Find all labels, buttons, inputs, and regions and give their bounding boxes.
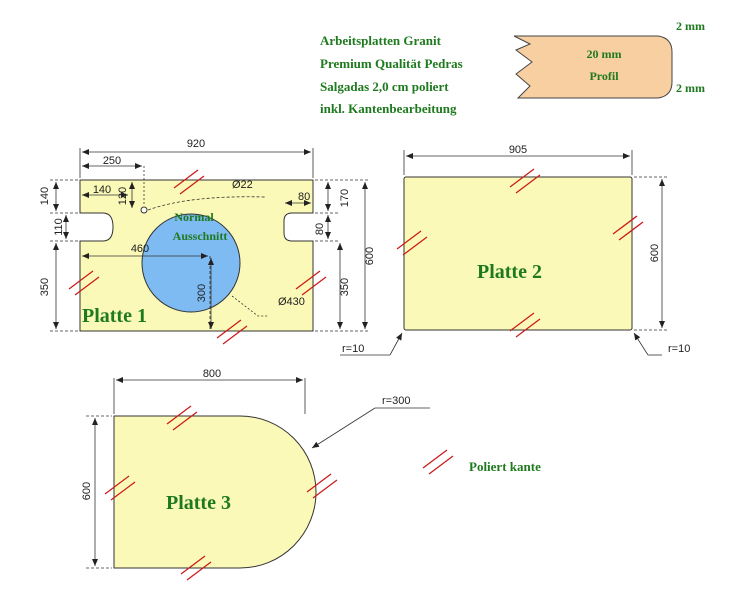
plate-3: Platte 3 800 600 r=300 (81, 368, 430, 569)
polish-stroke (180, 555, 206, 575)
profile-top-chamfer: 2 mm (676, 19, 705, 33)
polish-stroke (295, 270, 321, 290)
polish-stroke (515, 174, 541, 194)
polish-stroke (509, 312, 535, 332)
dim-circle-430: Ø430 (278, 296, 305, 308)
legend-label: Poliert kante (469, 459, 541, 474)
dim-hole-22: Ø22 (232, 179, 253, 191)
polish-stroke (306, 473, 332, 493)
polish-stroke (515, 318, 541, 338)
polish-stroke (179, 175, 205, 195)
plate-2-outline (403, 176, 633, 331)
polish-stroke (312, 479, 338, 499)
profile-shape (513, 35, 673, 99)
profile-label: Profil (589, 69, 619, 83)
polish-stroke (402, 236, 428, 256)
dim-350-right: 350 (339, 278, 351, 296)
sink-cutout (141, 213, 241, 313)
dim-460: 460 (131, 243, 149, 255)
dim-905: 905 (509, 144, 527, 156)
polish-stroke (618, 221, 644, 241)
edge-profile: 20 mm Profil 2 mm 2 mm (513, 19, 705, 99)
profile-thickness: 20 mm (587, 47, 622, 61)
radius-right: r=10 (668, 343, 690, 355)
polish-stroke (222, 325, 248, 345)
dim-80-top: 80 (298, 191, 310, 203)
polish-stroke (509, 168, 535, 188)
polish-stroke (216, 319, 242, 339)
legend: Poliert kante (469, 459, 541, 474)
dim-110: 110 (53, 218, 65, 236)
header-line-4: inkl. Kantenbearbeitung (320, 101, 457, 116)
dim-250: 250 (103, 155, 121, 167)
dim-600-p2: 600 (649, 244, 661, 262)
polish-stroke (110, 481, 136, 501)
plate-2: Platte 2 905 600 r=10 r=10 (340, 144, 690, 356)
plate-1-label: Platte 1 (82, 305, 147, 327)
tap-hole (140, 206, 148, 214)
header-line-2: Premium Qualität Pedras (320, 56, 463, 71)
dim-140-h: 140 (93, 184, 111, 196)
polish-stroke (612, 215, 638, 235)
plate-3-label: Platte 3 (166, 492, 231, 514)
dim-80-slot: 80 (314, 223, 326, 235)
dim-800: 800 (203, 368, 221, 380)
plate-2-label: Platte 2 (477, 261, 542, 283)
header-line-3: Salgadas 2,0 cm poliert (320, 79, 449, 94)
polish-stroke (422, 449, 448, 469)
polish-stroke (396, 230, 422, 250)
cutout-label-2: Ausschnitt (173, 229, 228, 243)
polish-stroke (172, 411, 198, 431)
polish-stroke (104, 475, 130, 495)
cutout-label-1: Normal (174, 210, 214, 224)
radius-300: r=300 (382, 395, 410, 407)
polish-stroke (428, 455, 454, 475)
polish-stroke (166, 405, 192, 425)
polish-stroke (68, 270, 94, 290)
polish-stroke (186, 561, 212, 581)
dim-140-v: 140 (39, 187, 51, 205)
dim-600: 600 (364, 247, 376, 265)
dim-170: 170 (339, 189, 351, 207)
polish-stroke (301, 276, 327, 296)
polish-stroke (74, 276, 100, 296)
polish-stroke (173, 169, 199, 189)
profile-bottom-chamfer: 2 mm (676, 81, 705, 95)
dim-width-920: 920 (187, 138, 205, 150)
plate-1: Normal Ausschnitt Platte 1 (39, 138, 376, 332)
dim-350-left: 350 (39, 278, 51, 296)
dim-120: 120 (117, 187, 129, 205)
dim-600-p3: 600 (81, 482, 93, 500)
radius-left: r=10 (342, 343, 364, 355)
polished-edge-markers (68, 168, 644, 581)
header-line-1: Arbeitsplatten Granit (320, 33, 442, 48)
dim-300: 300 (196, 284, 208, 302)
header-text: Arbeitsplatten Granit Premium Qualität P… (320, 33, 463, 116)
